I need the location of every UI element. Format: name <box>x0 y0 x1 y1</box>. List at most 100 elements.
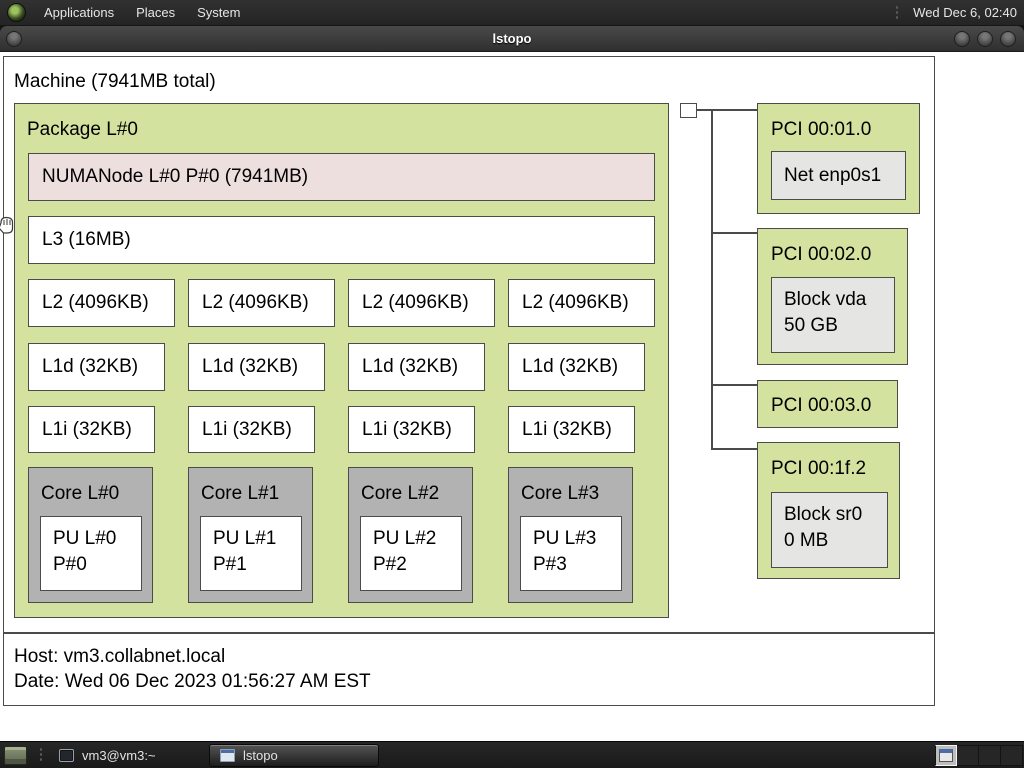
workspace-cell-2[interactable] <box>957 745 979 766</box>
core-label: Core L#0 <box>41 483 120 504</box>
pu-box: PU L#3 P#3 <box>520 516 622 591</box>
lstopo-canvas: Machine (7941MB total) Package L#0 NUMAN… <box>0 52 1024 741</box>
l2-cache-box: L2 (4096KB) <box>508 279 655 327</box>
l1i-cache-label: L1i (32KB) <box>42 419 132 440</box>
package-box: Package L#0 NUMANode L#0 P#0 (7941MB) L3… <box>14 103 669 618</box>
pu-pnum: P#0 <box>53 554 87 575</box>
block-device-label: Block vda <box>784 289 867 310</box>
numanode-box: NUMANode L#0 P#0 (7941MB) <box>28 153 655 201</box>
l1i-cache-label: L1i (32KB) <box>202 419 292 440</box>
pci-branch-line <box>711 232 759 234</box>
taskbar-grip-handle[interactable] <box>39 747 43 763</box>
block-device-label: Block sr0 <box>784 504 863 525</box>
pci-label: PCI 00:01.0 <box>771 119 872 140</box>
l1d-cache-box: L1d (32KB) <box>508 343 645 391</box>
pu-box: PU L#1 P#1 <box>200 516 302 591</box>
close-button[interactable] <box>1000 30 1016 47</box>
pu-box: PU L#2 P#2 <box>360 516 462 591</box>
pci-box-00-1f-2: PCI 00:1f.2 Block sr0 0 MB <box>757 442 900 579</box>
pci-trunk-line <box>711 109 713 450</box>
mouse-cursor-icon <box>0 216 14 234</box>
file-drawer-icon[interactable] <box>4 745 27 765</box>
l2-cache-box: L2 (4096KB) <box>188 279 335 327</box>
pci-box-00-02-0: PCI 00:02.0 Block vda 50 GB <box>757 228 908 365</box>
l1d-cache-label: L1d (32KB) <box>202 356 299 377</box>
terminal-icon <box>59 748 74 762</box>
block-device-box: Block sr0 0 MB <box>771 492 888 568</box>
block-device-box: Block vda 50 GB <box>771 277 895 353</box>
window-title: lstopo <box>492 31 532 46</box>
l1i-cache-box: L1i (32KB) <box>348 406 475 453</box>
machine-label: Machine (7941MB total) <box>14 71 216 92</box>
core-box: Core L#2 PU L#2 P#2 <box>348 467 473 603</box>
pu-label: PU L#2 <box>373 528 437 549</box>
core-label: Core L#2 <box>361 483 440 504</box>
pci-branch-line <box>711 384 759 386</box>
pci-label: PCI 00:03.0 <box>771 395 872 416</box>
block-device-size: 0 MB <box>784 530 829 551</box>
menu-system[interactable]: System <box>197 4 241 20</box>
core-label: Core L#3 <box>521 483 600 504</box>
l3-cache-label: L3 (16MB) <box>42 229 131 250</box>
package-label: Package L#0 <box>27 119 138 140</box>
core-box: Core L#0 PU L#0 P#0 <box>28 467 153 603</box>
l2-cache-label: L2 (4096KB) <box>202 292 309 313</box>
l1d-cache-box: L1d (32KB) <box>28 343 165 391</box>
pu-pnum: P#3 <box>533 554 567 575</box>
l2-cache-box: L2 (4096KB) <box>348 279 495 327</box>
maximize-button[interactable] <box>977 30 993 47</box>
numanode-label: NUMANode L#0 P#0 (7941MB) <box>42 166 309 187</box>
core-box: Core L#1 PU L#1 P#1 <box>188 467 313 603</box>
pu-pnum: P#1 <box>213 554 247 575</box>
pci-box-00-01-0: PCI 00:01.0 Net enp0s1 <box>757 103 920 214</box>
minimize-button[interactable] <box>954 30 970 47</box>
pu-label: PU L#1 <box>213 528 277 549</box>
pci-branch-line <box>711 448 759 450</box>
task-button-lstopo[interactable]: lstopo <box>209 743 379 767</box>
l1i-cache-box: L1i (32KB) <box>188 406 315 453</box>
window-menu-button[interactable] <box>6 30 22 47</box>
pci-label: PCI 00:1f.2 <box>771 458 867 479</box>
workspace-window-preview <box>939 749 953 762</box>
l1d-cache-label: L1d (32KB) <box>42 356 139 377</box>
window-titlebar[interactable]: lstopo <box>0 26 1024 52</box>
l1i-cache-label: L1i (32KB) <box>362 419 452 440</box>
task-label: lstopo <box>243 747 278 763</box>
block-device-size: 50 GB <box>784 315 838 336</box>
workspace-cell-4[interactable] <box>1001 745 1023 766</box>
l1i-cache-box: L1i (32KB) <box>28 406 155 453</box>
l1i-cache-label: L1i (32KB) <box>522 419 612 440</box>
workspace-cell-1[interactable] <box>935 745 957 766</box>
pci-branch-line <box>697 109 759 111</box>
date-text: Date: Wed 06 Dec 2023 01:56:27 AM EST <box>14 671 371 692</box>
legend-box: Host: vm3.collabnet.local Date: Wed 06 D… <box>3 633 935 706</box>
l1d-cache-label: L1d (32KB) <box>522 356 619 377</box>
net-device-box: Net enp0s1 <box>771 151 906 200</box>
core-box: Core L#3 PU L#3 P#3 <box>508 467 633 603</box>
l1d-cache-box: L1d (32KB) <box>188 343 325 391</box>
workspace-cell-3[interactable] <box>979 745 1001 766</box>
top-panel: Applications Places System Wed Dec 6, 02… <box>0 0 1024 26</box>
net-device-label: Net enp0s1 <box>784 165 882 186</box>
menu-places[interactable]: Places <box>136 4 176 20</box>
panel-clock[interactable]: Wed Dec 6, 02:40 <box>913 5 1017 20</box>
workspace-pager <box>935 745 1023 766</box>
task-button-terminal[interactable]: vm3@vm3:~ <box>49 744 209 767</box>
pci-box-00-03-0: PCI 00:03.0 <box>757 380 898 428</box>
menu-applications[interactable]: Applications <box>44 4 115 20</box>
lstopo-window-icon <box>220 748 235 762</box>
pu-label: PU L#3 <box>533 528 597 549</box>
l1d-cache-label: L1d (32KB) <box>362 356 459 377</box>
pu-box: PU L#0 P#0 <box>40 516 142 591</box>
machine-box: Machine (7941MB total) Package L#0 NUMAN… <box>3 56 935 633</box>
pci-label: PCI 00:02.0 <box>771 244 872 265</box>
l3-cache-box: L3 (16MB) <box>28 216 655 264</box>
l2-cache-label: L2 (4096KB) <box>362 292 469 313</box>
pu-label: PU L#0 <box>53 528 117 549</box>
distro-logo-icon[interactable] <box>7 3 26 22</box>
panel-grip-handle[interactable] <box>895 4 900 21</box>
host-text: Host: vm3.collabnet.local <box>14 646 226 667</box>
l1i-cache-box: L1i (32KB) <box>508 406 635 453</box>
taskbar: vm3@vm3:~ lstopo <box>0 741 1024 768</box>
core-label: Core L#1 <box>201 483 280 504</box>
